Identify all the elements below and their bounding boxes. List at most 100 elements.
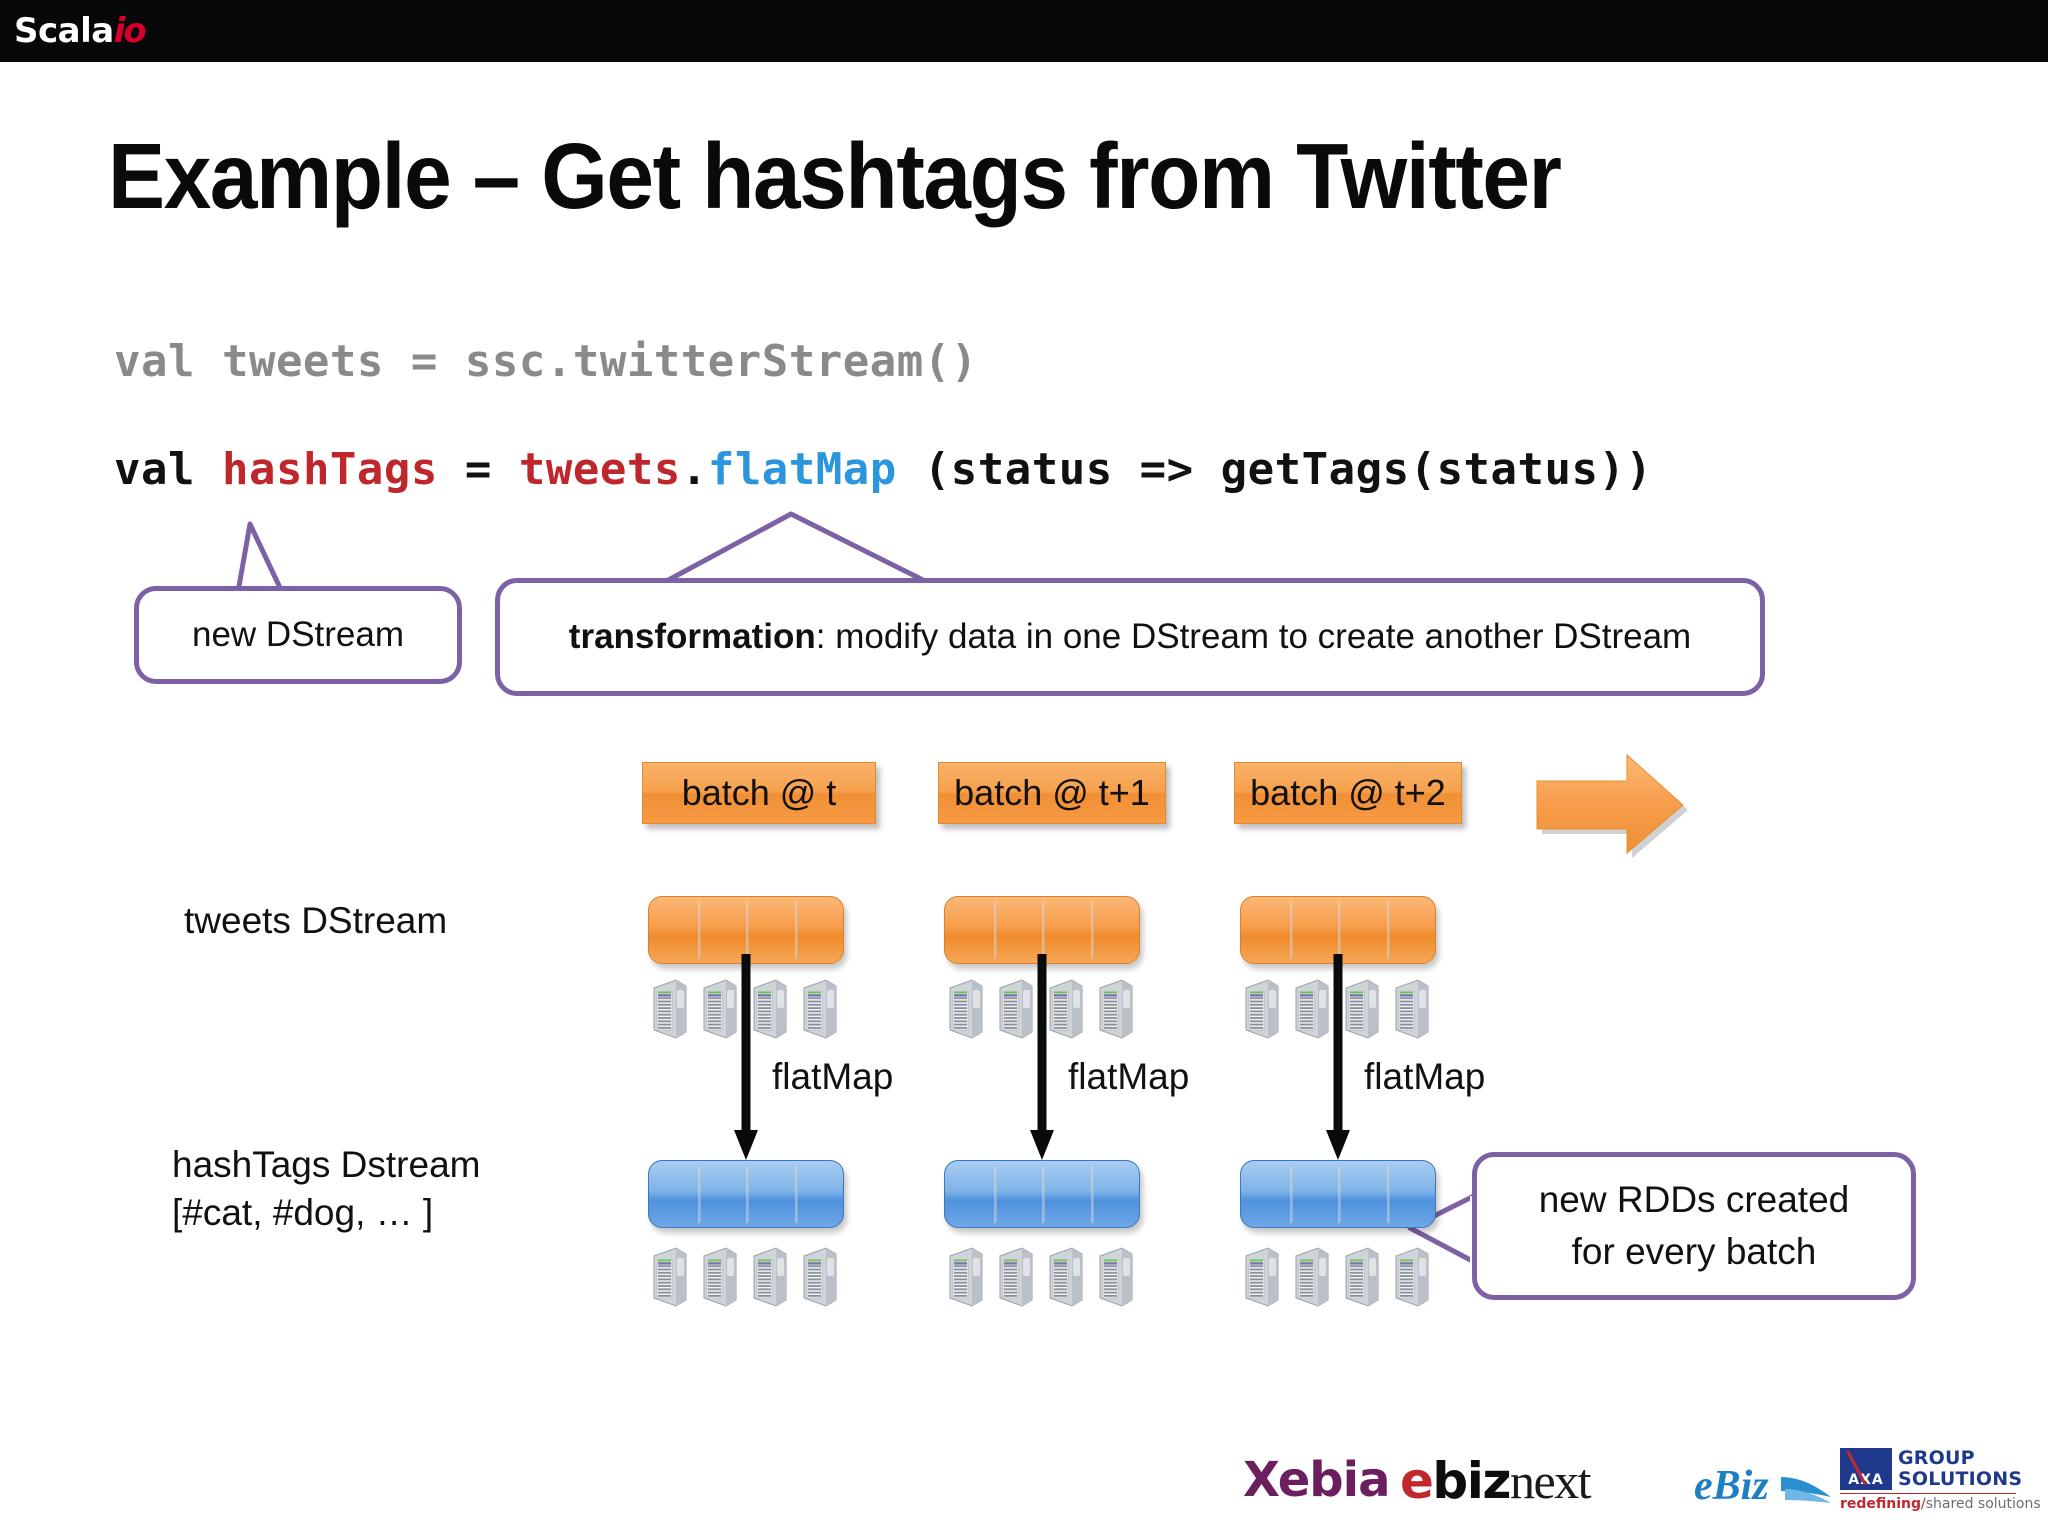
logo-axa-group-solutions: AXA GROUP SOLUTIONS redefining/shared so… (1840, 1448, 2041, 1512)
logo-xebia-text: Xebia (1243, 1452, 1390, 1508)
axa-tag-slash: / (1921, 1496, 1926, 1512)
page-title: Example – Get hashtags from Twitter (108, 124, 1562, 228)
batch-label-2: batch @ t+2 (1234, 762, 1462, 824)
server (1392, 978, 1432, 1040)
server-row-top-1 (946, 978, 1136, 1040)
server-icon (1049, 1247, 1083, 1307)
server (1292, 978, 1332, 1040)
server (946, 978, 986, 1040)
server-row-top-2 (1242, 978, 1432, 1040)
logo-ebiznext-biz: biz (1432, 1452, 1511, 1510)
server-icon (949, 1247, 983, 1307)
brand-main: Scala (14, 11, 114, 51)
axa-word-line2: SOLUTIONS (1898, 1468, 2023, 1490)
rdd-partition (649, 1161, 698, 1227)
code-token-equals: = (437, 444, 519, 495)
server (1292, 1246, 1332, 1308)
rdd-partition (1090, 1161, 1140, 1227)
server (1342, 978, 1382, 1040)
row-label-hashtags-dstream-line1: hashTags Dstream (172, 1144, 481, 1185)
rdd-partition (1289, 897, 1339, 963)
flatmap-label-0: flatMap (772, 1056, 894, 1097)
rdd-tweets-0 (648, 896, 844, 964)
server-icon (1295, 979, 1329, 1039)
server-icon (1049, 979, 1083, 1039)
rdd-partition (993, 897, 1043, 963)
server (700, 978, 740, 1040)
server-icon (1345, 979, 1379, 1039)
server (1046, 1246, 1086, 1308)
server (1242, 1246, 1282, 1308)
batch-label-2-text: batch @ t+2 (1250, 772, 1446, 813)
server (800, 1246, 840, 1308)
batch-label-0-text: batch @ t (681, 772, 837, 813)
brand-accent: io (113, 11, 147, 51)
rdd-tweets-1 (944, 896, 1140, 964)
server-row-top-0 (650, 978, 840, 1040)
flatmap-label-1: flatMap (1068, 1056, 1190, 1097)
server (750, 1246, 790, 1308)
server (750, 978, 790, 1040)
scalaio-logo: Scalaio (14, 6, 147, 56)
server-icon (803, 1247, 837, 1307)
server (1096, 978, 1136, 1040)
rdd-partition (746, 897, 795, 963)
axa-word-line1: GROUP (1898, 1447, 1975, 1469)
server (800, 978, 840, 1040)
flatmap-arrow-icon-0 (734, 954, 758, 1160)
row-label-hashtags-dstream-line2: [#cat, #dog, … ] (172, 1192, 434, 1233)
rdd-hashtags-1 (944, 1160, 1140, 1228)
server-icon (1295, 1247, 1329, 1307)
code-line-2: val hashTags = tweets.flatMap (status =>… (114, 444, 1653, 496)
logo-ebiznext: ebiznext (1400, 1452, 1592, 1510)
callout-new-dstream: new DStream (134, 586, 462, 684)
code-token-val: val (114, 444, 222, 495)
server-icon (949, 979, 983, 1039)
callout-transformation-bold: transformation (568, 617, 816, 656)
server-icon (1395, 979, 1429, 1039)
flatmap-label-2: flatMap (1364, 1056, 1486, 1097)
server (1392, 1246, 1432, 1308)
code-token-lambda: (status => getTags(status)) (896, 444, 1653, 495)
code-token-hashtags: hashTags (221, 444, 438, 495)
axa-mark-text: AXA (1848, 1472, 1884, 1488)
callout-transformation: transformation: modify data in one DStre… (495, 578, 1765, 696)
server (700, 1246, 740, 1308)
rdd-partition (1289, 1161, 1339, 1227)
server-row-bottom-0 (650, 1246, 840, 1308)
rdd-partition (1241, 897, 1290, 963)
flatmap-arrow-icon-1 (1030, 954, 1054, 1160)
rdd-partition (1338, 1161, 1387, 1227)
rdd-partition (945, 897, 994, 963)
axa-logo-top: AXA GROUP SOLUTIONS (1840, 1448, 2022, 1490)
server-icon (1245, 979, 1279, 1039)
server-icon (703, 979, 737, 1039)
callout-new-dstream-label: new DStream (191, 615, 405, 654)
server (650, 1246, 690, 1308)
callout-transformation-text: transformation: modify data in one DStre… (569, 615, 1691, 659)
logo-ebiznext-e: e (1400, 1452, 1434, 1510)
server-icon (753, 1247, 787, 1307)
server-icon (999, 1247, 1033, 1307)
server-icon (1099, 1247, 1133, 1307)
rdd-partition (649, 897, 698, 963)
batch-label-1: batch @ t+1 (938, 762, 1166, 824)
server-icon (1395, 1247, 1429, 1307)
server-icon (1345, 1247, 1379, 1307)
ebiz-swoosh-icon (1781, 1477, 1832, 1503)
axa-wordmark: GROUP SOLUTIONS (1898, 1448, 2022, 1490)
rdd-partition (945, 1161, 994, 1227)
callout-new-rdds: new RDDs created for every batch (1472, 1152, 1916, 1300)
code-token-dot: . (680, 444, 708, 495)
rdd-partition (1090, 897, 1140, 963)
batch-label-0: batch @ t (642, 762, 876, 824)
rdd-partition (794, 1161, 844, 1227)
callout-transformation-rest: : modify data in one DStream to create a… (815, 617, 1692, 656)
logo-ebiz: eBiz (1694, 1462, 1835, 1510)
axa-mark-icon: AXA (1840, 1448, 1892, 1490)
top-bar: Scalaio (0, 0, 2048, 62)
axa-divider (1840, 1493, 2016, 1494)
rdd-partition (697, 1161, 747, 1227)
server-icon (753, 979, 787, 1039)
